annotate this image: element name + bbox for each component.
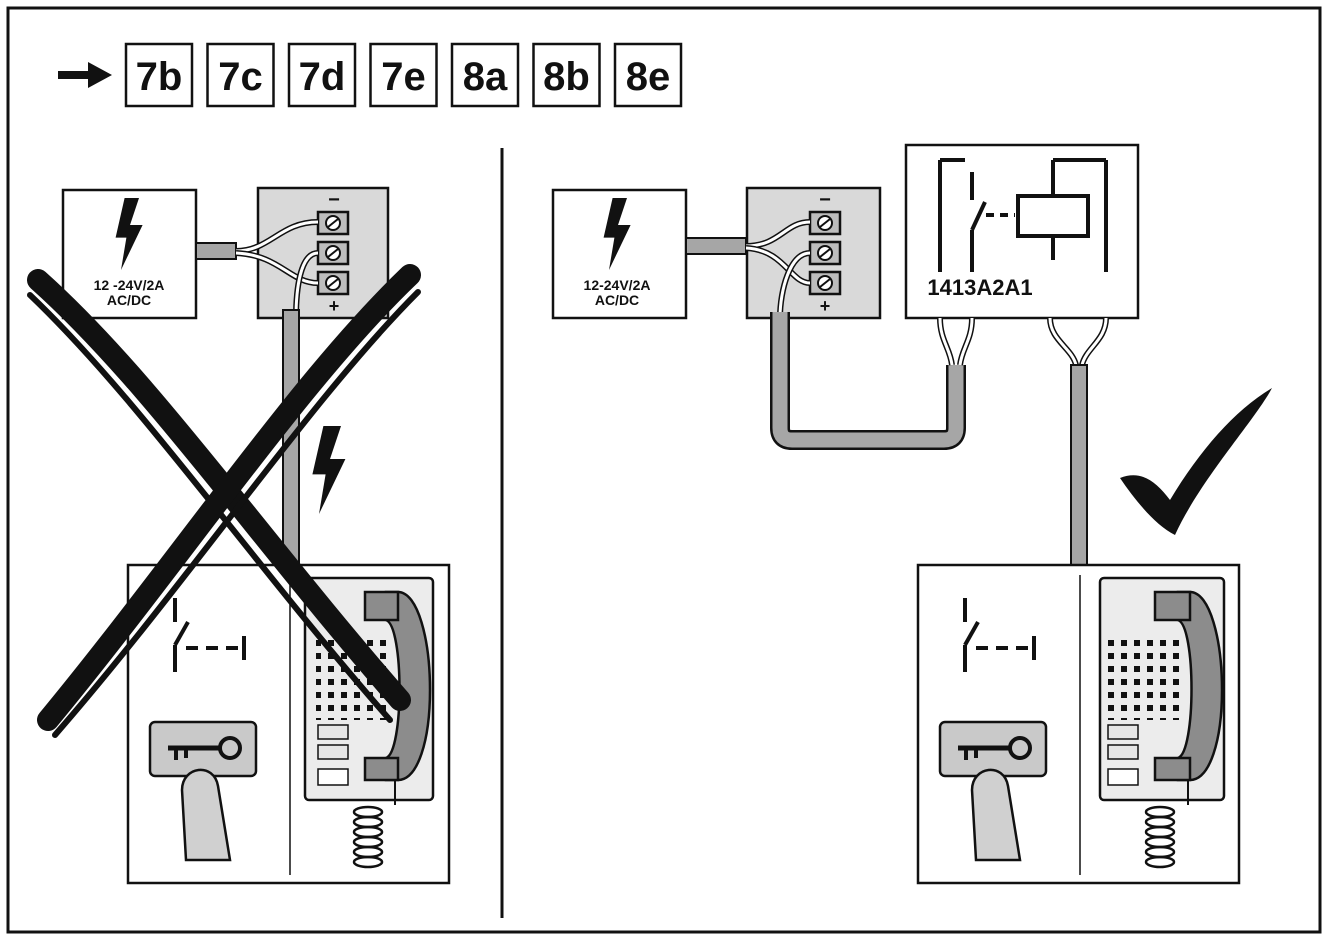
step-label: 8a: [463, 55, 508, 99]
finger-icon: [180, 768, 232, 862]
terminal-plus-label: +: [329, 296, 340, 316]
psu-type-label: AC/DC: [595, 292, 639, 308]
relay-wires: [937, 317, 1109, 367]
terminal-block-right: − +: [745, 186, 882, 320]
step-box-8e: 8e: [613, 42, 683, 108]
psu-type-label: AC/DC: [107, 292, 151, 308]
step-label: 7e: [381, 55, 426, 99]
psu-voltage-label: 12 -24V/2A: [94, 277, 165, 293]
psu-box-left: 12 -24V/2A AC/DC: [61, 188, 198, 320]
outer-frame: [6, 6, 1322, 934]
terminal-plus-label: +: [820, 296, 831, 316]
correct-check-mark: [1120, 388, 1272, 535]
incorrect-cross-mark: [27, 264, 421, 738]
step-label: 7c: [218, 55, 263, 99]
psu-cable-left: [195, 242, 237, 260]
door-station-right: [916, 563, 1241, 885]
relay-module: 1413A2A1: [904, 143, 1140, 320]
terminal-minus-label: −: [328, 189, 340, 211]
terminal-block-left: − +: [235, 186, 390, 320]
left-panel: 12 -24V/2A AC/DC − +: [27, 186, 451, 885]
step-box-8b: 8b: [532, 42, 601, 108]
finger-icon: [970, 768, 1022, 862]
door-open-button[interactable]: [938, 720, 1048, 778]
interference-lightning-icon: [312, 426, 346, 514]
arrow-icon: [58, 62, 112, 88]
step-box-7c: 7c: [206, 42, 275, 108]
key-icon: [168, 736, 242, 760]
step-box-7d: 7d: [287, 42, 357, 108]
door-station-left: [126, 563, 451, 885]
step-label: 7b: [136, 55, 183, 99]
station-cable-right: [1070, 364, 1088, 566]
step-label: 8b: [543, 55, 590, 99]
intercom-handset-right: [1098, 576, 1226, 869]
contact-switch-icon: [963, 598, 1036, 672]
step-box-7b: 7b: [124, 42, 194, 108]
relay-cable: [770, 312, 966, 450]
door-open-button[interactable]: [148, 720, 258, 778]
relay-model-label: 1413A2A1: [927, 275, 1032, 300]
step-reference-row: 7b 7c 7d 7e 8a 8b 8e: [58, 42, 683, 108]
psu-voltage-label: 12-24V/2A: [584, 277, 651, 293]
step-box-8a: 8a: [450, 42, 520, 108]
right-panel: 12-24V/2A AC/DC − +: [551, 143, 1272, 885]
psu-box-right: 12-24V/2A AC/DC: [551, 188, 688, 320]
step-label: 7d: [299, 55, 346, 99]
key-icon: [958, 736, 1032, 760]
step-box-7e: 7e: [369, 42, 438, 108]
step-label: 8e: [626, 55, 671, 99]
psu-cable-right: [685, 237, 747, 255]
terminal-minus-label: −: [819, 189, 831, 211]
contact-switch-icon: [173, 598, 246, 672]
